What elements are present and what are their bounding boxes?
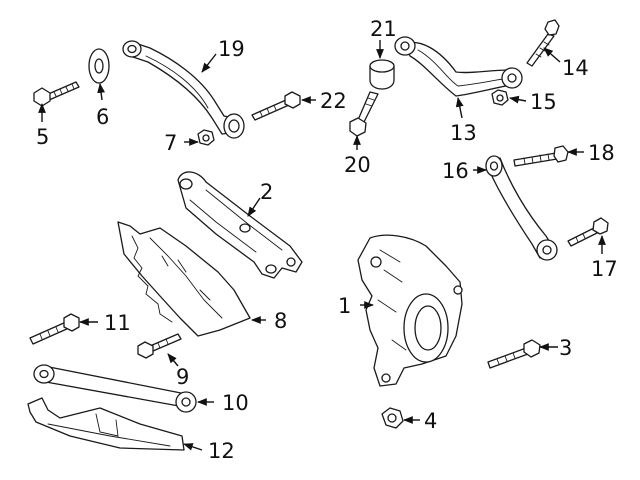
callout-6: 6 (96, 105, 109, 129)
callout-19: 19 (218, 37, 245, 61)
leader-9 (167, 353, 179, 367)
callout-21: 21 (370, 17, 397, 41)
part-22-bolt (251, 91, 301, 121)
callout-22: 22 (320, 89, 347, 113)
leader-13 (455, 97, 464, 119)
part-6-washer (88, 48, 110, 84)
part-14-bolt (526, 19, 560, 67)
callout-1: 1 (338, 294, 351, 318)
callout-3: 3 (559, 336, 572, 360)
part-16-link (485, 155, 558, 261)
part-13-upper-arm (394, 36, 523, 97)
leader-6 (97, 83, 105, 101)
callout-4: 4 (424, 409, 437, 433)
callout-15: 15 (530, 90, 557, 114)
leader-12 (183, 443, 203, 451)
part-10-lower-link (33, 364, 197, 413)
callout-labels: 1 2 3 4 5 6 7 8 9 10 11 12 13 14 15 16 1… (36, 17, 618, 463)
leader-2 (247, 197, 261, 217)
part-4-nut (381, 407, 404, 429)
callout-20: 20 (344, 153, 371, 177)
callout-17: 17 (591, 257, 618, 281)
callout-11: 11 (104, 311, 131, 335)
part-18-bolt (513, 145, 569, 167)
callout-13: 13 (450, 121, 477, 145)
part-5-bolt (33, 81, 80, 107)
leader-19 (201, 53, 217, 73)
part-11-bolt (29, 313, 80, 345)
part-17-bolt (567, 217, 609, 247)
callout-8: 8 (274, 309, 287, 333)
part-21-bushing (369, 59, 395, 90)
leader-15 (509, 95, 527, 104)
callout-12: 12 (208, 439, 235, 463)
part-1-knuckle (357, 234, 463, 387)
callout-5: 5 (36, 125, 49, 149)
part-2-lower-arm (177, 171, 303, 279)
callout-18: 18 (588, 141, 615, 165)
part-3-bolt (487, 339, 541, 369)
callout-2: 2 (260, 180, 273, 204)
part-8-shield (117, 221, 251, 337)
callout-7: 7 (164, 131, 177, 155)
callout-9: 9 (176, 365, 189, 389)
part-9-bolt (137, 333, 182, 359)
leader-14 (543, 47, 561, 63)
callout-10: 10 (222, 391, 249, 415)
callout-16: 16 (442, 159, 469, 183)
part-15-nut (491, 89, 509, 106)
part-19-upper-arm (122, 40, 245, 139)
callout-14: 14 (562, 56, 589, 80)
part-12-bracket (27, 397, 185, 451)
part-20-bolt (349, 91, 379, 137)
leader-lines (38, 40, 606, 451)
part-7-nut (197, 129, 215, 146)
